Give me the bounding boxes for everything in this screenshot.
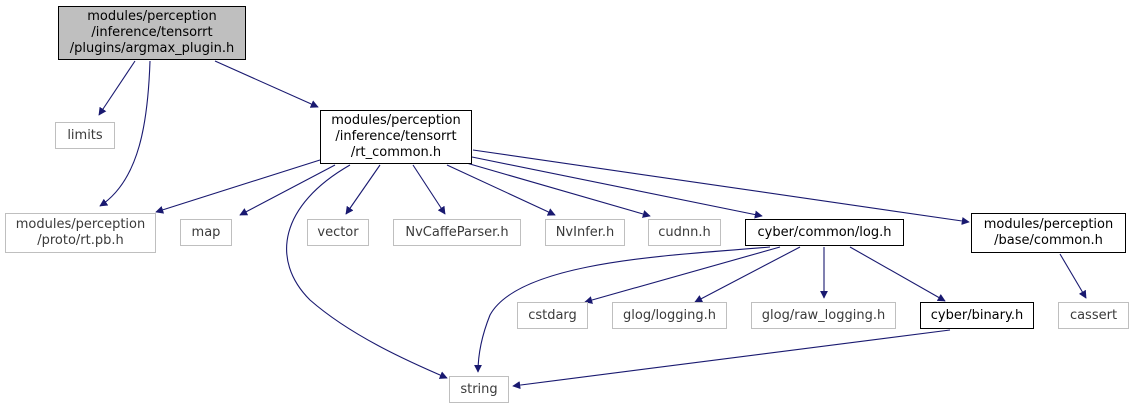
edge-rt_common-to-nvinfer [446, 164, 556, 216]
node-label: glog/logging.h [623, 307, 716, 323]
edge-rt_common-to-string [286, 164, 448, 379]
node-label: modules/perception /inference/tensorrt /… [69, 9, 235, 56]
edge-base_common-to-cassert [1059, 253, 1087, 299]
node-argmax-plugin-h: modules/perception /inference/tensorrt /… [58, 6, 246, 60]
edge-rt_common-to-vector [345, 164, 381, 215]
edge-rt_common-to-rt_pb [155, 159, 321, 214]
node-label: map [191, 224, 221, 240]
node-label: cassert [1069, 307, 1118, 323]
node-cassert: cassert [1058, 302, 1129, 329]
edge-log-to-cstdarg [584, 246, 781, 304]
edge-log-to-glog_logging [694, 246, 801, 303]
node-nvinfer-h: NvInfer.h [545, 219, 625, 246]
node-glog-logging-h: glog/logging.h [612, 302, 727, 329]
node-label: limits [67, 127, 103, 143]
node-label: NvCaffeParser.h [405, 224, 509, 240]
node-cudnn-h: cudnn.h [648, 219, 721, 246]
node-label: glog/raw_logging.h [761, 307, 886, 323]
edge-root-to-rt_pb [99, 60, 151, 207]
node-label: cstdarg [528, 307, 577, 323]
edge-log-to-binary [849, 246, 946, 302]
node-label: cyber/binary.h [930, 307, 1024, 323]
node-glog-raw-logging-h: glog/raw_logging.h [751, 302, 896, 329]
edge-rt_common-to-map [239, 164, 336, 216]
node-cyber-common-log-h[interactable]: cyber/common/log.h [745, 219, 904, 246]
edge-binary-to-string [512, 329, 951, 390]
node-string: string [449, 376, 509, 403]
edge-rt_common-to-nvcaffe [412, 164, 446, 215]
node-nvcaffeparser-h: NvCaffeParser.h [393, 219, 521, 246]
node-label: modules/perception /proto/rt.pb.h [15, 217, 146, 248]
node-rt-pb-h: modules/perception /proto/rt.pb.h [5, 213, 156, 253]
node-cyber-binary-h[interactable]: cyber/binary.h [920, 302, 1034, 329]
node-label: cyber/common/log.h [757, 224, 892, 240]
node-label: modules/perception /base/common.h [983, 217, 1114, 248]
node-label: string [460, 381, 498, 397]
edge-log-to-string [474, 246, 771, 373]
node-rt-common-h[interactable]: modules/perception /inference/tensorrt /… [320, 110, 472, 164]
node-base-common-h[interactable]: modules/perception /base/common.h [971, 213, 1126, 253]
node-map: map [180, 219, 232, 246]
node-vector: vector [307, 219, 369, 246]
node-label: vector [317, 224, 359, 240]
edge-rt_common-to-cudnn [462, 161, 651, 218]
node-label: modules/perception /inference/tensorrt /… [331, 113, 461, 160]
node-cstdarg: cstdarg [517, 302, 588, 329]
node-label: cudnn.h [658, 224, 711, 240]
node-label: NvInfer.h [555, 224, 615, 240]
node-limits: limits [55, 122, 115, 149]
edge-root-to-limits [98, 60, 136, 116]
edge-rt_common-to-log [471, 156, 763, 219]
edge-rt_common-to-base_common [472, 149, 970, 225]
edge-root-to-rt_common [214, 60, 319, 108]
